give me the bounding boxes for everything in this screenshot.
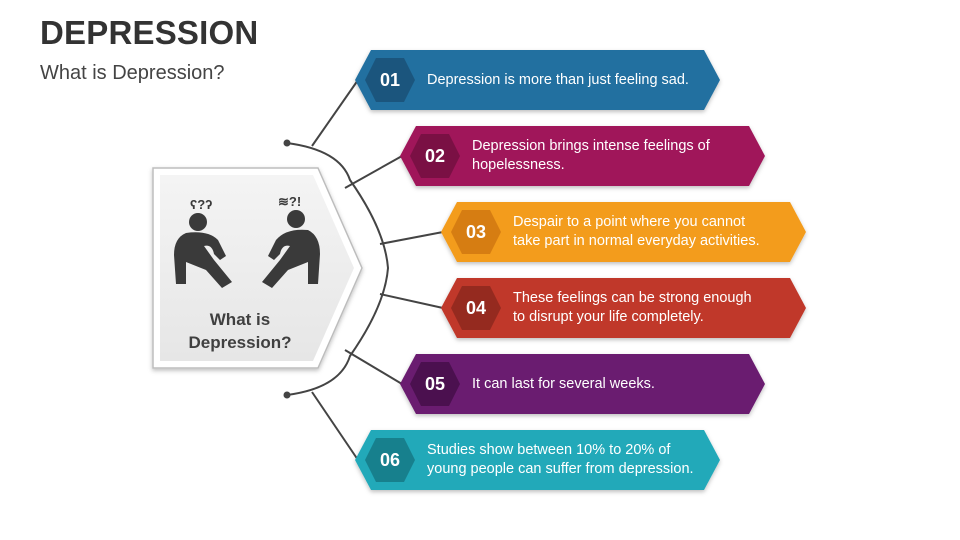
connector-line-05 — [344, 349, 403, 385]
item-03 — [441, 202, 806, 262]
connector-line-04 — [379, 293, 444, 309]
item-number-05: 05 — [424, 374, 446, 394]
connector-line-06 — [311, 391, 359, 461]
item-text-line1: It can last for several weeks. — [472, 375, 655, 392]
item-badge-06 — [365, 438, 415, 482]
item-text-line1: Depression is more than just feeling sad… — [427, 71, 689, 88]
page-title: DEPRESSION — [40, 14, 259, 51]
connector-line-02 — [344, 155, 403, 189]
item-badge-05 — [410, 362, 460, 406]
item-04 — [441, 278, 806, 338]
item-number-02: 02 — [424, 146, 446, 166]
item-banner-03 — [441, 202, 806, 262]
item-text-line2: to disrupt your life completely. — [513, 309, 704, 325]
item-text-line2: young people can suffer from depression. — [427, 461, 694, 477]
item-text-line1: Depression brings intense feelings of — [472, 138, 710, 154]
item-text-05: It can last for several weeks. — [472, 354, 745, 414]
item-05 — [400, 354, 765, 414]
svg-text:ʕ?ʔ: ʕ?ʔ — [190, 197, 212, 212]
svg-text:≋?!: ≋?! — [278, 194, 301, 209]
item-text-line1: Studies show between 10% to 20% of — [427, 442, 671, 458]
item-text-06: Studies show between 10% to 20% of young … — [427, 430, 700, 490]
item-text-04: These feelings can be strong enough to di… — [513, 278, 786, 338]
item-banner-06 — [355, 430, 720, 490]
page-subtitle: What is Depression? — [40, 62, 225, 84]
center-label-line1: What is — [209, 310, 271, 329]
item-number-04: 04 — [465, 298, 487, 318]
item-badge-01 — [365, 58, 415, 102]
frustrated-person-icon: ≋?! — [262, 194, 320, 288]
item-badge-02 — [410, 134, 460, 178]
item-02 — [400, 126, 765, 186]
connector-arc — [286, 142, 390, 396]
item-text-02: Depression brings intense feelings of hop… — [472, 126, 745, 186]
item-banner-01 — [355, 50, 720, 110]
item-number-06: 06 — [379, 450, 401, 470]
center-label-line2: Depression? — [188, 333, 292, 352]
item-banner-05 — [400, 354, 765, 414]
item-01 — [355, 50, 720, 110]
item-06 — [355, 430, 720, 490]
item-text-01: Depression is more than just feeling sad… — [427, 50, 700, 110]
connector-dot-bottom — [283, 391, 291, 399]
confused-person-icon: ʕ?ʔ — [174, 197, 232, 288]
connector-dot-top — [283, 139, 291, 147]
item-text-line1: These feelings can be strong enough — [513, 290, 752, 306]
item-text-line2: take part in normal everyday activities. — [513, 233, 760, 249]
item-number-01: 01 — [379, 70, 401, 90]
connector-line-03 — [379, 231, 444, 245]
item-number-03: 03 — [465, 222, 487, 242]
connector-lines — [311, 79, 444, 461]
item-banner-04 — [441, 278, 806, 338]
center-label: What is Depression? — [160, 308, 320, 354]
item-text-line1: Despair to a point where you cannot — [513, 214, 746, 230]
item-badge-03 — [451, 210, 501, 254]
item-banner-02 — [400, 126, 765, 186]
item-badge-04 — [451, 286, 501, 330]
item-text-line2: hopelessness. — [472, 157, 565, 173]
center-card-inner — [160, 175, 354, 361]
connector-line-01 — [311, 79, 359, 147]
item-text-03: Despair to a point where you cannot take … — [513, 202, 786, 262]
